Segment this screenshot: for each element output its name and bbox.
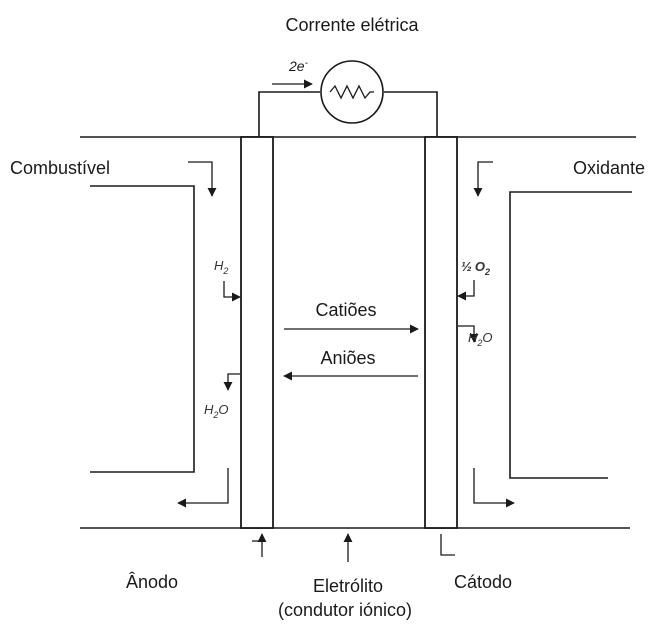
fuel-channel-wall: [90, 185, 195, 473]
oxidant-exhaust-arrow: [473, 468, 515, 508]
anions-label: Aniões: [320, 348, 375, 368]
fuel-inlet-arrow: [188, 161, 217, 197]
electrolyte-note: (condutor iónico): [278, 600, 412, 620]
cathode-electrode: [424, 136, 458, 529]
cathode-pointer: [440, 534, 455, 556]
fuel-label: Combustível: [10, 158, 110, 178]
oxidant-channel-wall: [509, 191, 632, 479]
h2-label: H2: [214, 258, 228, 276]
o2-to-cathode-arrow: [457, 280, 475, 301]
fuel-exhaust-arrow: [177, 468, 229, 508]
oxidant-label: Oxidante: [573, 158, 645, 178]
anode-pointer: [252, 540, 263, 557]
wire-left: [258, 91, 320, 137]
oxidant-inlet-arrow: [473, 161, 493, 197]
h2o-left-label: H2O: [204, 402, 229, 420]
wire-right: [384, 91, 438, 137]
resistor-icon: [320, 60, 384, 124]
h2-to-anode-arrow: [223, 281, 241, 302]
cations-label: Catiões: [315, 300, 376, 320]
current-label: Corrente elétrica: [285, 15, 419, 35]
anode-electrode: [240, 136, 274, 529]
anode-label: Ânodo: [126, 572, 178, 592]
water-from-anode-arrow: [223, 373, 240, 391]
electron-label: 2e-: [288, 58, 309, 74]
cathode-label: Cátodo: [454, 572, 512, 592]
electrolyte-label: Eletrólito: [313, 576, 383, 596]
water-from-cathode-arrow: [458, 325, 479, 343]
h2o-right-label: H2O: [468, 330, 493, 348]
